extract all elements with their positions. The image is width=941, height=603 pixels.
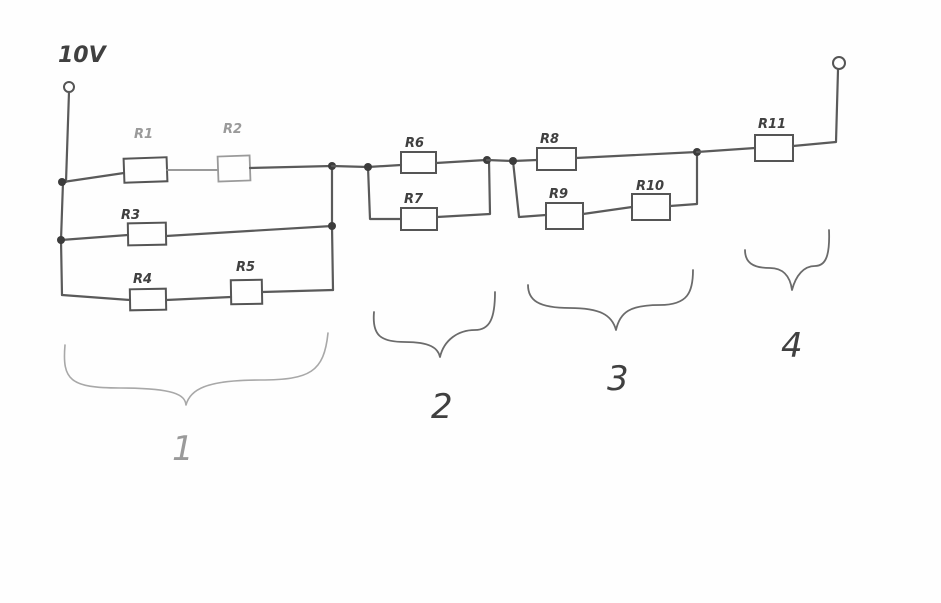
group-number-2: 2 (431, 387, 453, 427)
g2-left-wire (366, 165, 403, 221)
group-number-4: 4 (781, 326, 803, 366)
label-r4: R4 (133, 272, 152, 287)
input-lead-wire (64, 90, 71, 184)
resistor-r4 (128, 287, 168, 312)
g3-top-wire-a (511, 158, 539, 163)
group-number-3: 3 (607, 359, 629, 399)
branch1-wire-c (248, 164, 334, 170)
label-r5: R5 (236, 260, 255, 275)
resistor-r5 (229, 278, 264, 306)
label-r10: R10 (636, 179, 664, 194)
label-r6: R6 (405, 136, 424, 151)
g4-wire-b (791, 68, 840, 148)
input-terminal (63, 81, 75, 93)
label-r1: R1 (134, 127, 153, 142)
brace-group-3 (527, 269, 694, 331)
output-terminal (832, 56, 846, 70)
branch3-wire-b (164, 295, 233, 302)
link-g1-g2 (330, 164, 370, 169)
resistor-r10 (631, 193, 671, 221)
label-r3: R3 (121, 208, 140, 223)
resistor-r9 (545, 202, 584, 230)
g3-top-wire-b (574, 150, 699, 160)
resistor-r11 (754, 134, 794, 162)
g3-right-wire (668, 150, 699, 208)
branch3-wire-c (260, 288, 335, 294)
branch3-wire-a (60, 293, 132, 302)
branch2-wire-b (164, 224, 334, 238)
source-voltage-label: 10V (58, 43, 108, 68)
g3-left-wire (511, 159, 548, 219)
branch2-wire-a (59, 233, 130, 242)
brace-group-1 (63, 332, 329, 406)
g2-right-wire (435, 158, 492, 219)
label-r9: R9 (549, 187, 568, 202)
link-g2-g3 (485, 158, 515, 163)
node-g1-mid-left (57, 236, 65, 244)
brace-group-2 (372, 291, 496, 358)
g3-mid-wire (581, 205, 634, 216)
brace-group-4 (744, 229, 831, 291)
resistor-r7 (400, 207, 438, 231)
label-r11: R11 (758, 117, 786, 132)
resistor-r1 (122, 156, 169, 184)
g2-top-wire-a (366, 163, 403, 169)
label-r7: R7 (404, 192, 424, 207)
node-g2-left (364, 163, 372, 171)
g4-wire-a (695, 146, 757, 154)
label-r2: R2 (223, 122, 242, 137)
node-g1-top-left (58, 178, 66, 186)
resistor-r2 (216, 154, 252, 183)
branch1-wire-a (61, 171, 126, 184)
label-r8: R8 (540, 132, 559, 147)
node-g1-mid-right (328, 222, 336, 230)
resistor-r3 (126, 221, 168, 247)
node-g3-left (509, 157, 517, 165)
resistor-r8 (536, 147, 577, 171)
group-number-1: 1 (172, 429, 194, 469)
g2-top-wire-b (434, 158, 488, 165)
resistor-r6 (400, 151, 437, 174)
